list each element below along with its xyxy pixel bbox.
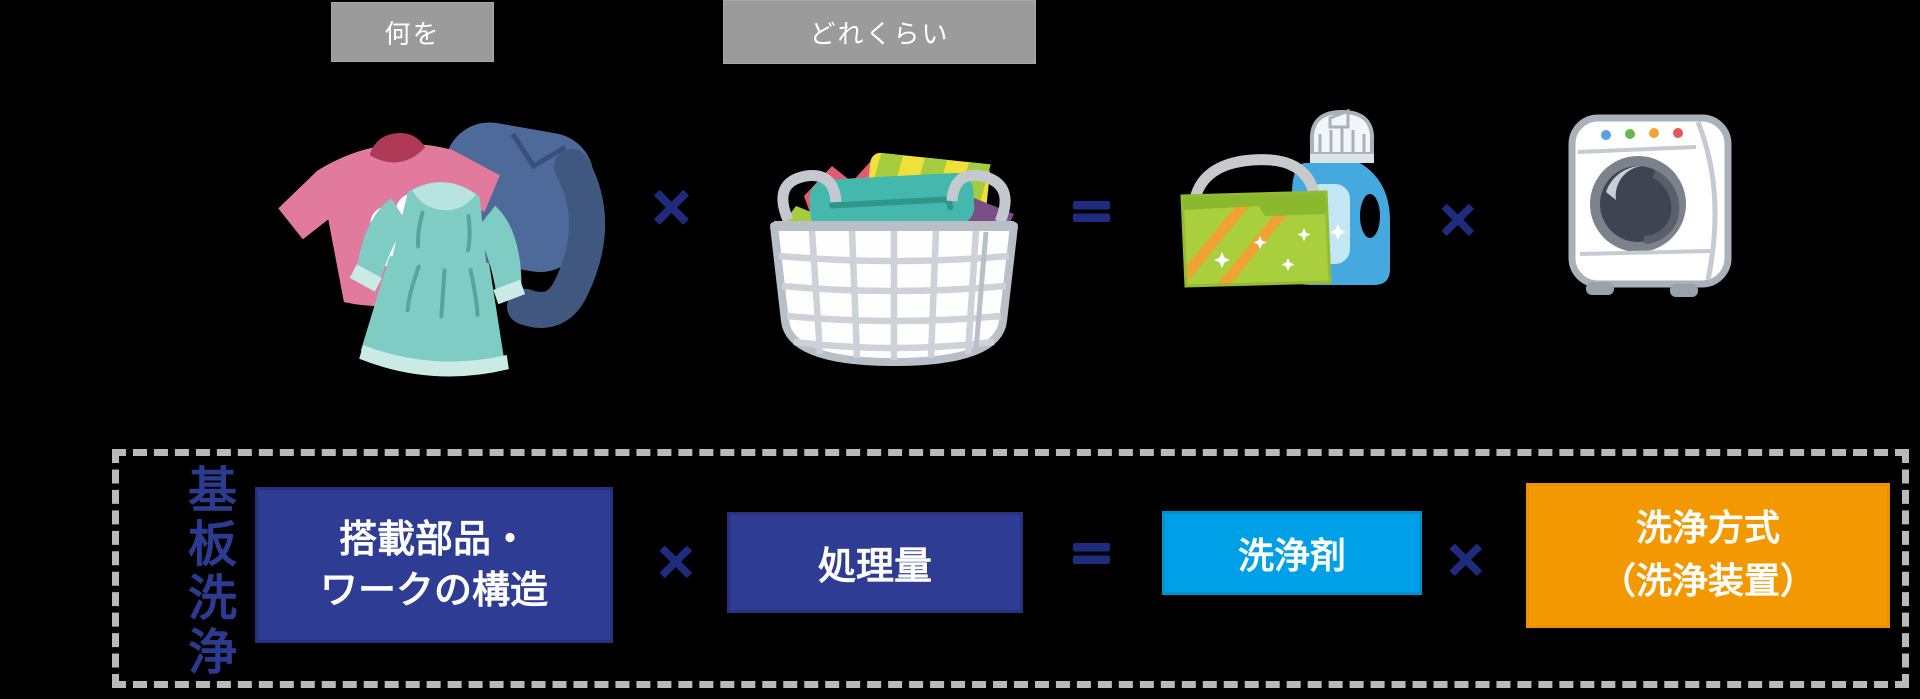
detergent-box: [1180, 154, 1332, 288]
detergent-icon: [1180, 108, 1390, 288]
basket-lattice: [778, 229, 1010, 360]
equals-sign: =: [1068, 178, 1115, 243]
agent-box-label: 洗浄剤: [1237, 536, 1346, 577]
clothes-pile-icon: [278, 122, 606, 377]
washing-machine-icon: [1568, 114, 1732, 297]
structure-box-line2: ワークの構造: [319, 568, 548, 612]
label-what: 何を: [331, 2, 494, 62]
dress: [349, 182, 526, 377]
agent-box: 洗浄剤: [1162, 511, 1422, 595]
washer-door: [1590, 156, 1686, 252]
multiply-sign: ×: [654, 531, 698, 591]
laundry-basket-icon: [770, 152, 1018, 366]
label-how-much: どれくらい: [723, 0, 1036, 64]
method-box: 洗浄方式 （洗浄装置）: [1526, 483, 1890, 628]
method-box-line2: （洗浄装置）: [1599, 560, 1816, 602]
method-box-line1: 洗浄方式: [1635, 508, 1780, 550]
multiply-sign: ×: [648, 174, 695, 239]
basket-handle-left: [777, 170, 842, 223]
equals-sign: =: [1068, 520, 1115, 585]
multiply-sign: ×: [1436, 189, 1480, 249]
washer-indicator-lights: [1601, 128, 1683, 140]
multiply-sign: ×: [1444, 529, 1488, 589]
side-label-board-cleaning: 基板洗浄: [180, 464, 237, 680]
structure-box: 搭載部品・ ワークの構造: [255, 487, 613, 643]
board-cleaning-frame: [112, 449, 1909, 688]
basket-handle-right: [946, 169, 1011, 225]
volume-box: 処理量: [727, 512, 1023, 613]
volume-box-label: 処理量: [817, 544, 932, 588]
structure-box-line1: 搭載部品・: [338, 516, 529, 561]
